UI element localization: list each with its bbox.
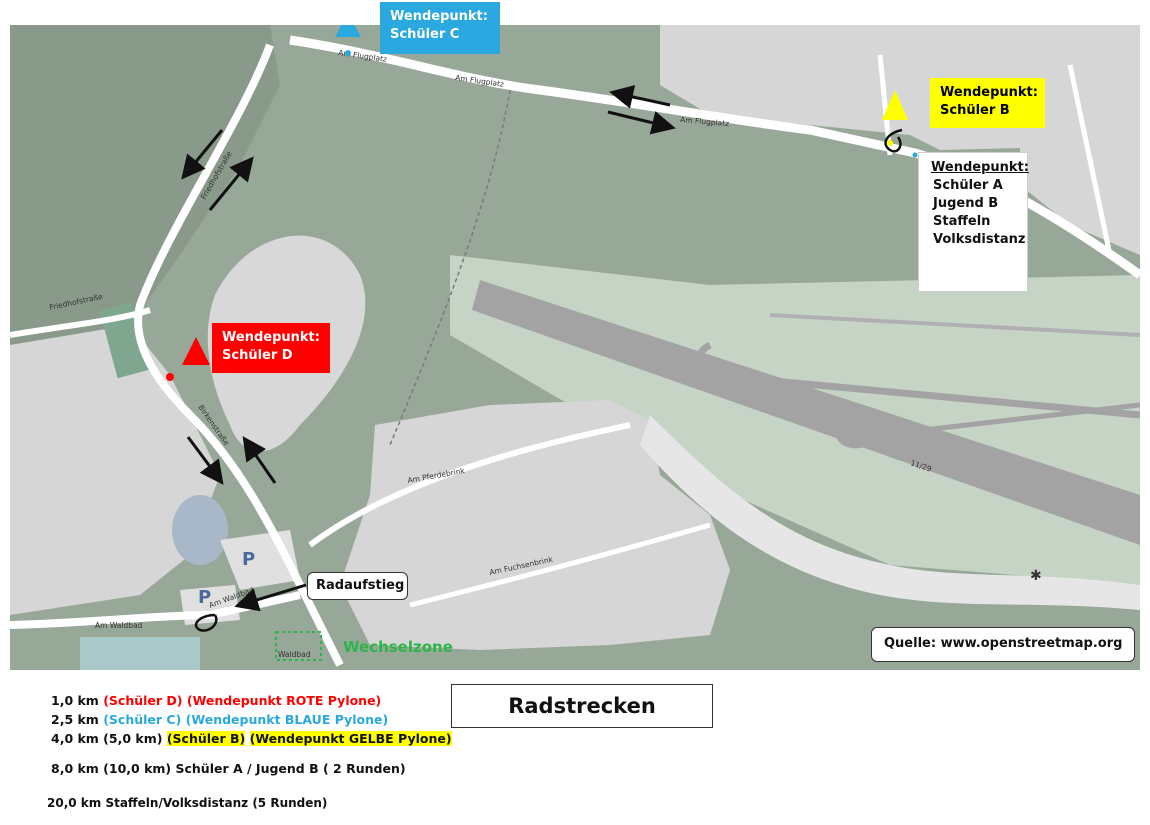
legend-group: (Schüler B) <box>166 731 246 746</box>
river-valley <box>640 415 1140 610</box>
direction-arrow-icon <box>181 129 224 180</box>
runway <box>472 280 1140 545</box>
route-map[interactable]: Am Flugplatz Am Flugplatz Am Flugplatz F… <box>10 25 1140 670</box>
landmark-icon: ✱ <box>1030 568 1042 584</box>
callout-title: Wendepunkt: <box>390 9 488 24</box>
settlement-south <box>340 400 730 650</box>
pylon-triangle-icon <box>182 337 210 365</box>
callout-name: Schüler C <box>390 27 460 42</box>
callout-title: Wendepunkt: <box>222 330 320 345</box>
parking-icon: P <box>242 549 255 570</box>
callout-schueler-d[interactable]: Wendepunkt: Schüler D <box>212 323 330 373</box>
pylon-triangle-icon <box>335 25 361 37</box>
legend-turnpoint: (Wendepunkt GELBE Pylone) <box>249 731 452 746</box>
callout-name: Schüler D <box>222 348 293 363</box>
turn-point-blue[interactable] <box>345 50 351 56</box>
taxiway-top <box>769 313 1140 337</box>
turn-point-white[interactable] <box>912 152 918 158</box>
legend-distance: 1,0 km <box>51 693 99 708</box>
legend-group: (Schüler C) <box>103 712 182 727</box>
road-friedhofstrasse[interactable] <box>134 43 294 567</box>
callout-group: Volksdistanz <box>933 232 1026 247</box>
callout-schueler-c[interactable]: Wendepunkt: Schüler C <box>380 2 500 54</box>
callout-group: Jugend B <box>933 196 999 211</box>
direction-arrow-icon <box>607 110 676 135</box>
callout-title: Wendepunkt: <box>931 160 1029 175</box>
road-friedhofstrasse-west[interactable] <box>10 307 151 338</box>
callout-schueler-b[interactable]: Wendepunkt: Schüler B <box>930 78 1045 128</box>
legend-line-1: 1,0 km (Schüler D) (Wendepunkt ROTE Pylo… <box>51 693 381 708</box>
callout-name: Schüler B <box>940 103 1010 118</box>
road-am-fuchsenbrink[interactable] <box>409 522 711 608</box>
settlement-west <box>10 325 220 615</box>
wechselzone-label: Wechselzone <box>343 638 453 656</box>
legend-line-3: 4,0 km (5,0 km) (Schüler B) (Wendepunkt … <box>51 731 452 746</box>
taxiway-north <box>696 341 1140 419</box>
legend-distance: 4,0 km (5,0 km) <box>51 731 163 746</box>
legend-turnpoint: (Wendepunkt ROTE Pylone) <box>186 693 382 708</box>
wechselzone-box[interactable] <box>275 631 322 661</box>
direction-arrow-icon <box>242 436 277 484</box>
legend-line-2: 2,5 km (Schüler C) (Wendepunkt BLAUE Pyl… <box>51 712 388 727</box>
road-am-waldbad[interactable] <box>10 591 301 629</box>
u-turn-icon <box>194 613 218 632</box>
legend-line-5: 20,0 km Staffeln/Volksdistanz (5 Runden) <box>47 796 328 810</box>
turn-point-yellow[interactable] <box>887 140 893 146</box>
callout-schueler-a[interactable]: Wendepunkt: Schüler A Jugend B Staffeln … <box>918 152 1029 292</box>
page-title: Radstrecken <box>451 684 713 728</box>
road-am-pferdebrink[interactable] <box>308 422 631 548</box>
source-attribution: Quelle: www.openstreetmap.org <box>871 627 1135 662</box>
legend-turnpoint: (Wendepunkt BLAUE Pylone) <box>185 712 389 727</box>
direction-arrow-icon <box>186 436 224 485</box>
legend-group: (Schüler D) <box>103 693 183 708</box>
street-label: Am Flugplatz <box>680 115 730 128</box>
callout-title: Wendepunkt: <box>940 85 1038 100</box>
direction-arrow-icon <box>208 156 254 211</box>
road-south[interactable] <box>286 563 344 667</box>
turn-point-red[interactable] <box>166 373 174 381</box>
u-turn-icon <box>884 128 903 153</box>
parking-icon: P <box>198 587 211 608</box>
pond-waldbad <box>80 637 200 670</box>
pond-upper <box>172 495 228 565</box>
pylon-triangle-icon <box>882 90 908 120</box>
forest-northwest <box>10 25 280 345</box>
settlement-east <box>1020 125 1140 255</box>
street-label: Am Waldbad <box>95 621 143 630</box>
direction-arrow-icon <box>609 85 671 109</box>
callout-group: Schüler A <box>933 178 1003 193</box>
taxiway-south <box>835 402 1140 449</box>
callout-radaufstieg[interactable]: Radaufstieg <box>307 572 408 600</box>
road-east-connector <box>1067 64 1113 256</box>
legend-line-4: 8,0 km (10,0 km) Schüler A / Jugend B ( … <box>51 761 406 776</box>
waldbad-label: Waldbad <box>278 650 311 659</box>
path-forest <box>389 89 511 446</box>
direction-arrow-icon <box>234 583 307 612</box>
legend-distance: 2,5 km <box>51 712 99 727</box>
callout-group: Staffeln <box>933 214 991 229</box>
